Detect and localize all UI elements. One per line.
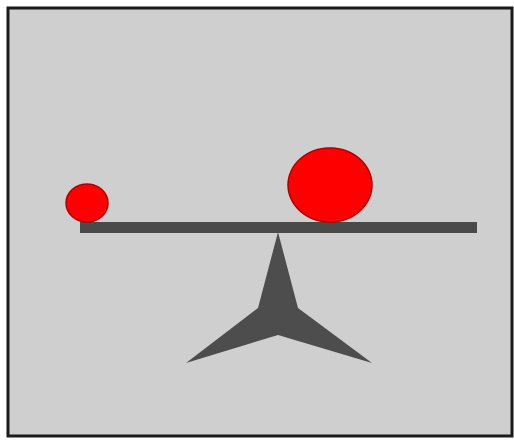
balance-beam <box>80 222 477 233</box>
small-ball <box>66 184 108 222</box>
large-ball <box>288 148 372 222</box>
